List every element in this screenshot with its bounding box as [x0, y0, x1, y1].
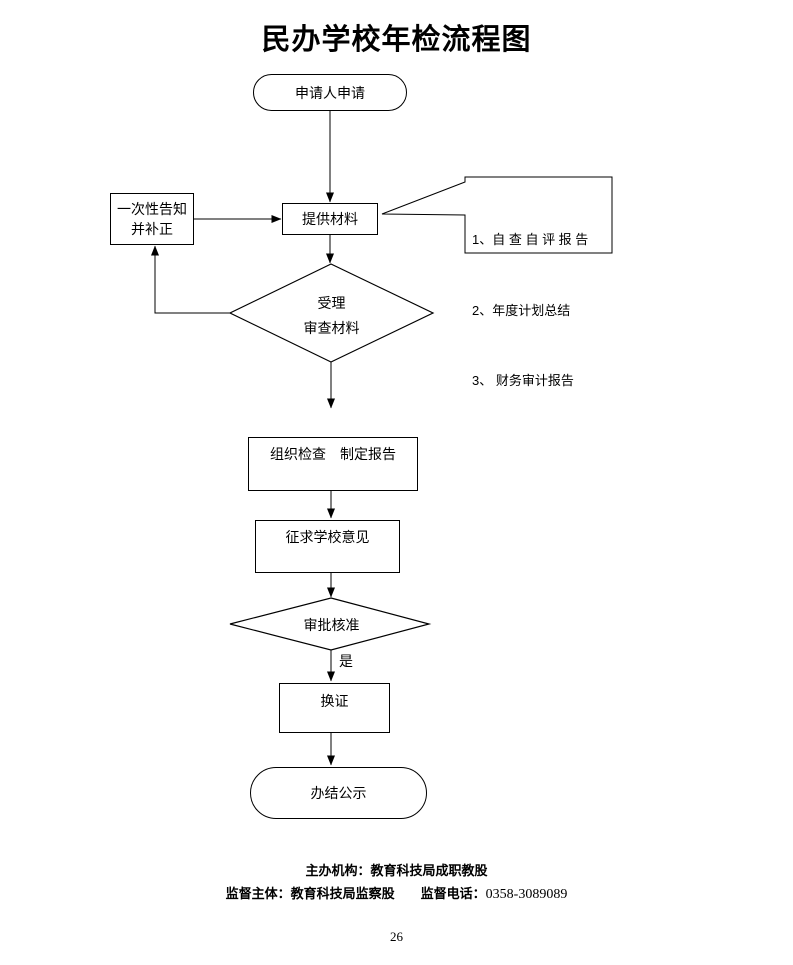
arrow-review-to-notify [151, 245, 230, 314]
footer-supervisor: 监督主体：教育科技局监察股 [225, 886, 395, 901]
footer-phone-label: 监督电话： [420, 886, 486, 901]
materials-item-1: 1、自 查 自 评 报 告 [472, 232, 589, 247]
footer-phone: 监督电话：0358-3089089 [421, 883, 568, 903]
materials-item-3: 3、 财务审计报告 [472, 373, 574, 388]
node-approve-label: 审批核准 [303, 617, 360, 633]
node-review-line1: 受理 [317, 295, 346, 311]
footer-supervision-line: 监督主体：教育科技局监察股 监督电话：0358-3089089 [0, 883, 793, 903]
node-provide: 提供材料 [282, 203, 378, 235]
page-number: 26 [390, 929, 403, 944]
materials-callout-shape [381, 176, 613, 254]
node-approve: 审批核准 [261, 616, 402, 634]
node-notify-line1: 一次性告知 [117, 201, 187, 217]
materials-item-2: 2、年度计划总结 [472, 302, 571, 318]
node-review-line2: 审查材料 [303, 320, 360, 336]
node-organize: 组织检查 制定报告 [248, 437, 418, 491]
node-organize-label: 组织检查 制定报告 [270, 446, 396, 462]
yes-branch-label: 是 [339, 653, 353, 669]
node-consult-label: 征求学校意见 [285, 529, 370, 545]
materials-callout-text: 1、自 查 自 评 报 告 2、年度计划总结 3、 财务审计报告 [472, 181, 610, 440]
node-renew-label: 换证 [320, 693, 349, 709]
node-end: 办结公示 [250, 767, 427, 819]
node-provide-label: 提供材料 [302, 211, 358, 227]
node-notify: 一次性告知 并补正 [110, 193, 194, 245]
node-review: 受理 审查材料 [261, 291, 402, 341]
node-start: 申请人申请 [253, 74, 407, 111]
footer-phone-number: 0358-3089089 [485, 887, 568, 902]
node-renew: 换证 [279, 683, 390, 733]
node-consult: 征求学校意见 [255, 520, 400, 573]
node-end-label: 办结公示 [310, 785, 367, 801]
node-notify-line2: 并补正 [131, 221, 173, 237]
footer-organizer: 主办机构：教育科技局成职教股 [305, 863, 488, 878]
page-title: 民办学校年检流程图 [261, 24, 532, 56]
node-start-label: 申请人申请 [295, 84, 365, 101]
